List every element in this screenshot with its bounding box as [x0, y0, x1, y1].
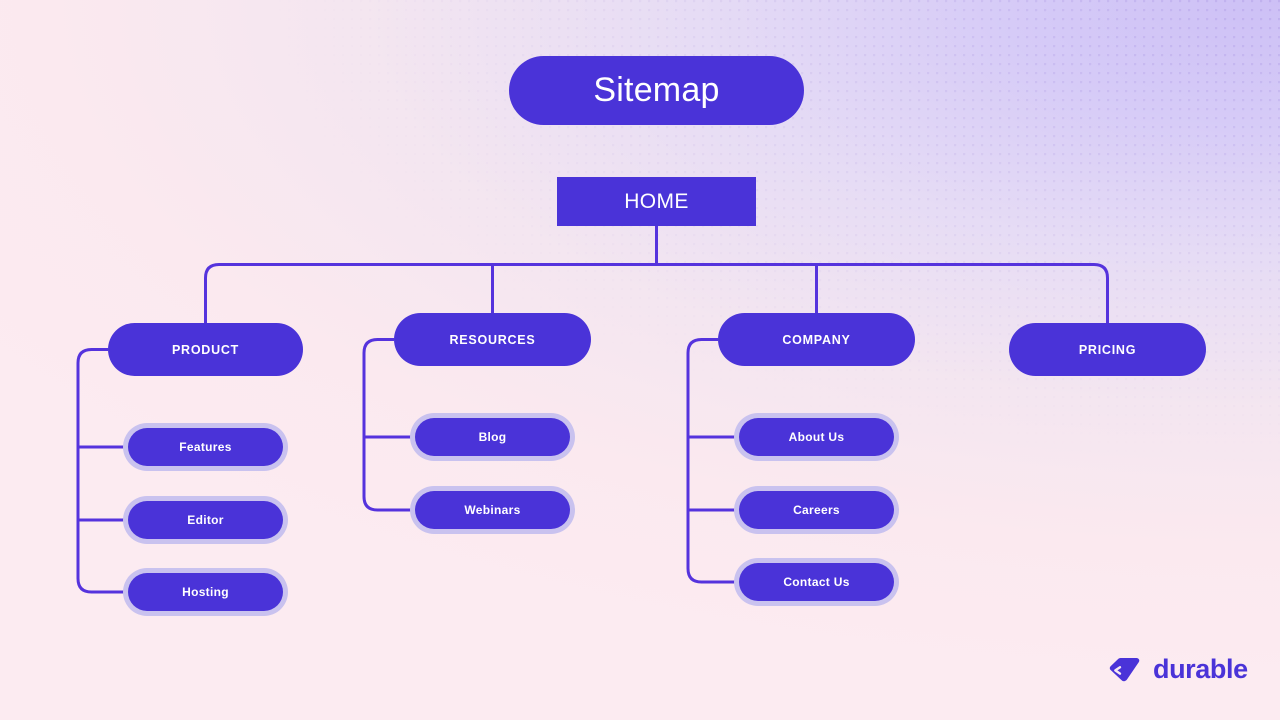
link-resources-spine	[362, 338, 415, 512]
node-blog[interactable]: Blog	[415, 418, 570, 456]
node-product[interactable]: PRODUCT	[108, 323, 303, 376]
node-contact-us[interactable]: Contact Us	[739, 563, 894, 601]
brand-logo: durable	[1108, 656, 1248, 683]
node-careers[interactable]: Careers	[739, 491, 894, 529]
link-company-spine	[686, 338, 739, 584]
durable-gem-icon	[1109, 657, 1140, 681]
diagram-title: Sitemap	[509, 56, 804, 125]
node-webinars[interactable]: Webinars	[415, 491, 570, 529]
node-pricing[interactable]: PRICING	[1009, 323, 1206, 376]
node-company[interactable]: COMPANY	[718, 313, 915, 366]
node-hosting[interactable]: Hosting	[128, 573, 283, 611]
node-home[interactable]: HOME	[557, 177, 756, 226]
node-resources[interactable]: RESOURCES	[394, 313, 591, 366]
node-features[interactable]: Features	[128, 428, 283, 466]
link-bus	[204, 263, 1109, 323]
node-editor[interactable]: Editor	[128, 501, 283, 539]
brand-wordmark: durable	[1153, 654, 1248, 684]
node-about-us[interactable]: About Us	[739, 418, 894, 456]
link-product-spine	[76, 348, 128, 594]
